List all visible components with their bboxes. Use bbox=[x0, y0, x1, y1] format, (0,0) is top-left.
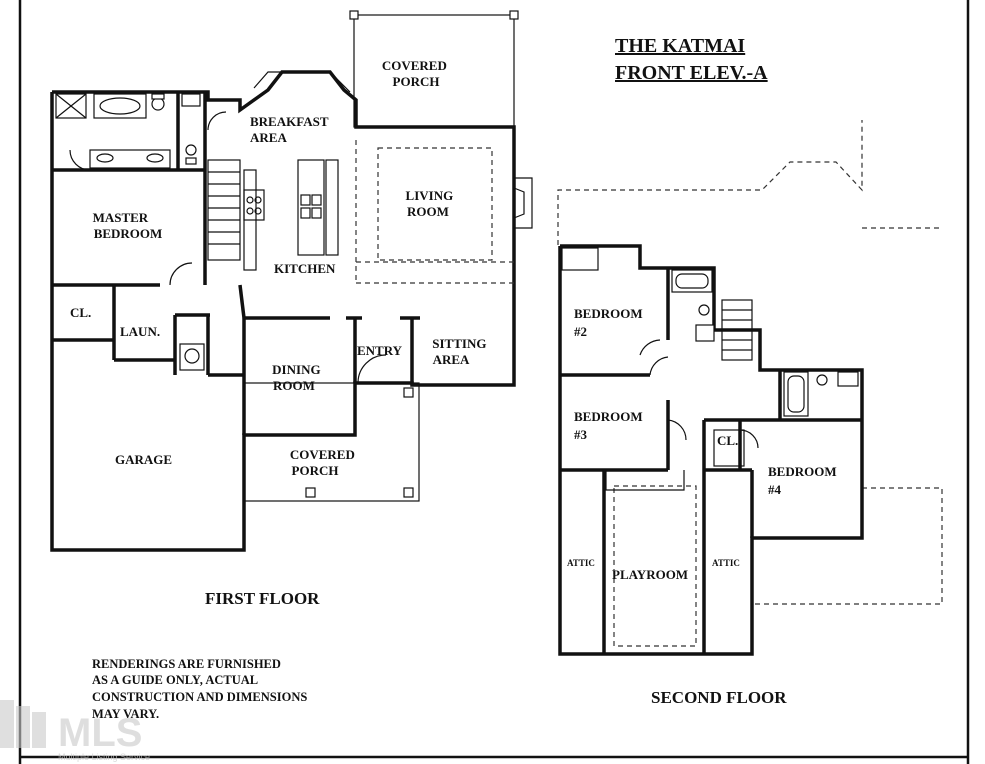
room-label-living-room: LIVING ROOM bbox=[406, 188, 457, 219]
watermark-subtext: Multiple Listing Service bbox=[58, 752, 150, 762]
stairs-icon bbox=[207, 159, 241, 261]
room-label-master-bedroom: MASTER BEDROOM bbox=[93, 210, 163, 241]
room-label-sitting-area: SITTING AREA bbox=[432, 336, 489, 367]
toilet-icon bbox=[151, 97, 165, 111]
room-label-covered-porch-front: COVERED PORCH bbox=[290, 447, 358, 478]
stairs-icon bbox=[721, 299, 753, 361]
mls-watermark: MLS Multiple Listing Service bbox=[0, 700, 150, 762]
watermark-text: MLS bbox=[58, 711, 142, 755]
room-label-garage: GARAGE bbox=[115, 452, 172, 467]
room-label-covered-porch-top: COVERED PORCH bbox=[382, 58, 450, 89]
room-label-attic-left: ATTIC bbox=[567, 558, 595, 568]
room-label-playroom: PLAYROOM bbox=[612, 567, 688, 582]
range-icon bbox=[243, 189, 265, 221]
room-label-bedroom4: BEDROOM #4 bbox=[768, 464, 840, 497]
plan-title-line2: FRONT ELEV.-A bbox=[615, 62, 768, 84]
room-label-dining-room: DINING ROOM bbox=[272, 362, 324, 393]
fireplace-icon bbox=[514, 177, 533, 229]
room-label-closet: CL. bbox=[70, 305, 91, 320]
second-floor-outer-wall bbox=[558, 244, 864, 656]
room-label-bedroom3: BEDROOM #3 bbox=[574, 409, 646, 442]
disclaimer-text: RENDERINGS ARE FURNISHED AS A GUIDE ONLY… bbox=[92, 657, 310, 721]
room-label-attic-right: ATTIC bbox=[712, 558, 740, 568]
bathtub-icon bbox=[99, 97, 141, 115]
toilet-icon bbox=[698, 304, 710, 316]
first-floor-outer-wall bbox=[50, 70, 516, 552]
second-floor-caption: SECOND FLOOR bbox=[651, 688, 787, 707]
plan-title: THE KATMAI FRONT ELEV.-A bbox=[615, 35, 768, 84]
first-floor-caption: FIRST FLOOR bbox=[205, 589, 320, 608]
first-floor-plan: COVERED PORCH BREAKFAST AREA MASTER BEDR… bbox=[50, 10, 533, 608]
second-floor-plan: BEDROOM #2 BEDROOM #3 BEDROOM #4 CL. ATT… bbox=[557, 120, 943, 707]
room-label-closet: CL. bbox=[717, 433, 738, 448]
covered-porch-front bbox=[243, 382, 420, 502]
room-label-laundry: LAUN. bbox=[120, 324, 160, 339]
room-label-bedroom2: BEDROOM #2 bbox=[574, 306, 646, 339]
room-label-kitchen: KITCHEN bbox=[274, 261, 336, 276]
plan-title-line1: THE KATMAI bbox=[615, 35, 745, 57]
room-label-breakfast-area: BREAKFAST AREA bbox=[250, 114, 332, 145]
bathtub-icon bbox=[671, 269, 713, 293]
room-label-entry: ENTRY bbox=[357, 343, 403, 358]
